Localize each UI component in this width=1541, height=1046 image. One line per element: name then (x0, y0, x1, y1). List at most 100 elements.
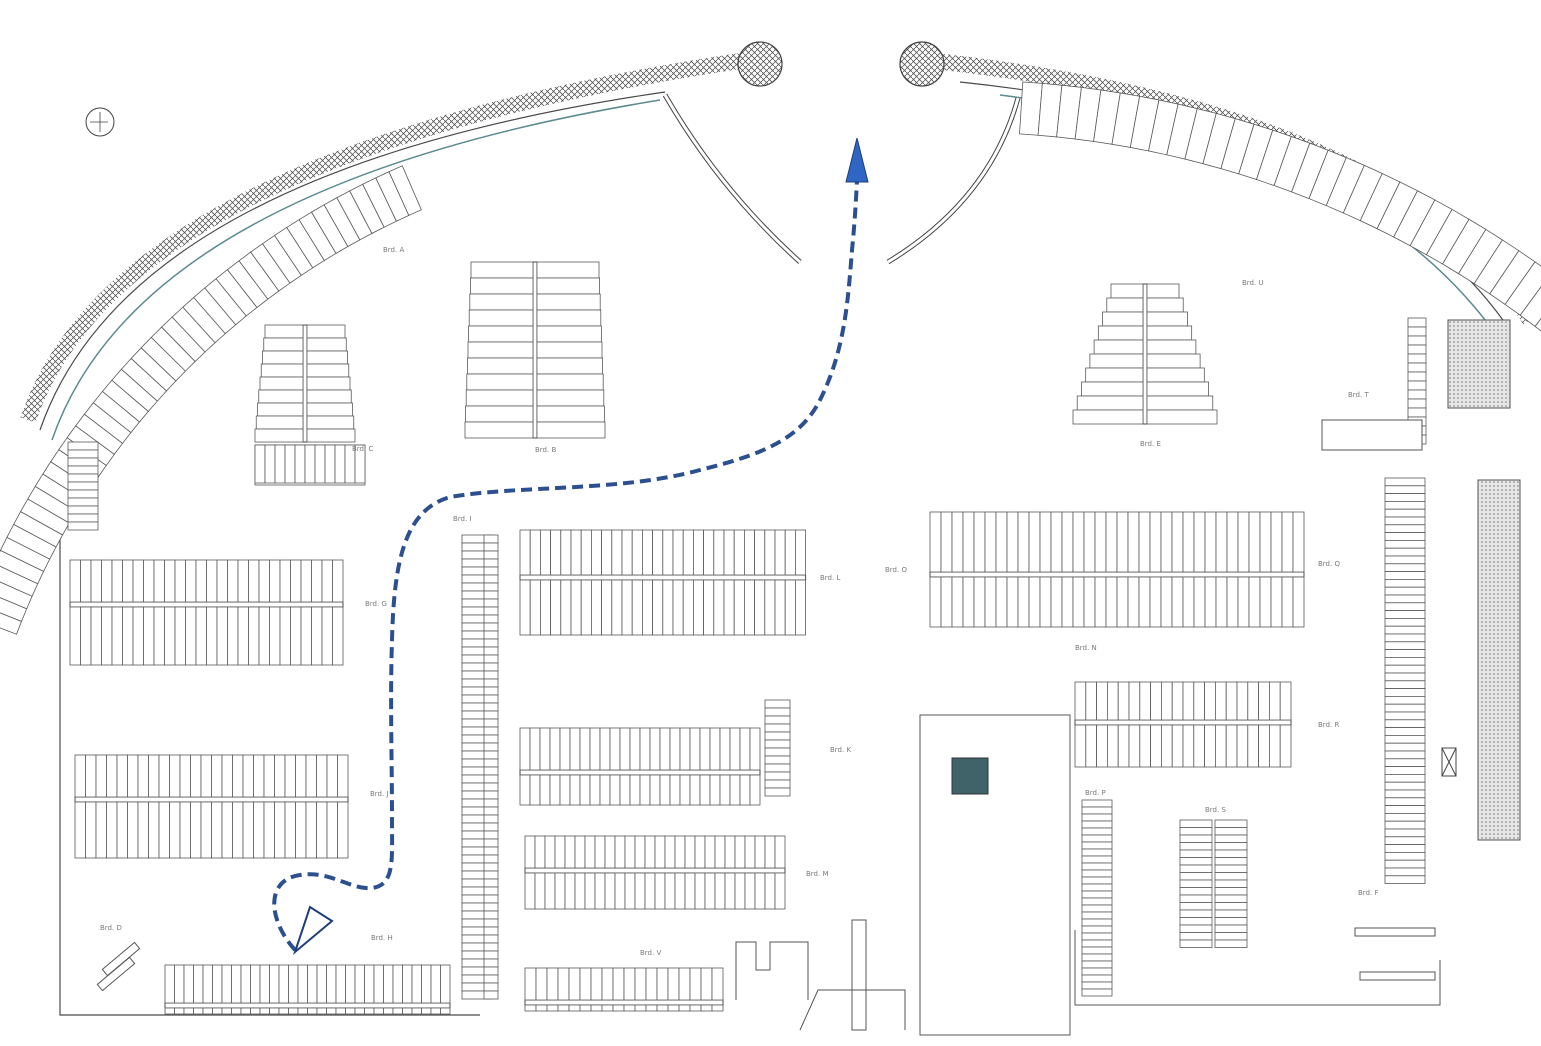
berth-slip (483, 686, 499, 696)
berth-slip (258, 606, 270, 666)
berth-slip (1384, 711, 1426, 721)
berth-slip (1384, 742, 1426, 752)
berth-slip (373, 1007, 384, 1015)
berth-slip (1017, 576, 1030, 628)
berth-slip (392, 1007, 403, 1015)
berth-slip (1193, 681, 1206, 721)
berth-slip (642, 529, 654, 576)
berth-slip (693, 529, 705, 576)
berth-slip (250, 964, 261, 1004)
berth-slip (288, 1007, 299, 1015)
berth-slip (1160, 511, 1173, 573)
berth-slip (1128, 724, 1141, 768)
berth-slip (232, 754, 244, 798)
berth-slip (483, 958, 499, 968)
berth-slip (483, 734, 499, 744)
berth-slip (279, 559, 291, 603)
berth-slip (253, 801, 265, 859)
berth-slip (200, 801, 212, 859)
berth-slip (469, 277, 534, 295)
berth-slip (1259, 576, 1272, 628)
berth-slip (132, 606, 144, 666)
berth-slip (483, 854, 499, 864)
berth-slip (1407, 353, 1427, 364)
berth-slip (749, 774, 761, 806)
berth-slip (540, 579, 552, 636)
berth-slip (629, 727, 641, 771)
berth-slip (483, 870, 499, 880)
berth-slip (714, 872, 726, 910)
berth-slip (483, 566, 499, 576)
berth-slip (483, 846, 499, 856)
berth-slip (1204, 511, 1217, 573)
berth-slip (195, 606, 207, 666)
berth-slip (1017, 511, 1030, 573)
berth-slip (764, 715, 791, 725)
berth-slip (549, 727, 561, 771)
berth-slip (1384, 618, 1426, 627)
berth-slip (1384, 594, 1426, 604)
berth-slip (164, 964, 175, 1004)
berth-slip (559, 774, 571, 806)
berth-slip (714, 835, 726, 869)
berth-slip (719, 774, 731, 806)
berth-slip (1081, 918, 1113, 927)
berth-slip (216, 559, 228, 603)
berth-slip (694, 835, 706, 869)
berth-slip (169, 801, 181, 859)
berth-slip (364, 964, 375, 1004)
berth-slip (601, 579, 613, 636)
berth-slip (388, 165, 422, 216)
berth-slip (1072, 409, 1144, 425)
berth-slip (1384, 719, 1426, 728)
berth-slip (1214, 857, 1248, 866)
berth-slip (306, 415, 355, 430)
berth-slip (254, 428, 304, 443)
berth-slip (174, 1007, 185, 1015)
dock-label-m: Brd. M (806, 870, 829, 878)
berth-slip (1039, 576, 1052, 628)
berth-slip (1214, 864, 1248, 873)
berth-slip (67, 441, 99, 451)
berth-slip (580, 529, 592, 576)
berth-slip (483, 918, 499, 928)
berth-slip (305, 801, 317, 859)
berth-slip (345, 964, 356, 1004)
berth-slip (1081, 897, 1113, 906)
berth-slip (764, 872, 776, 910)
berth-slip (411, 1007, 422, 1015)
berth-slip (1085, 724, 1098, 768)
berth-slip (719, 727, 731, 771)
berth-slip (1139, 724, 1152, 768)
berth-slip (306, 402, 353, 417)
berth-slip (524, 835, 536, 869)
berth-slip (326, 1007, 337, 1015)
berth-slip (929, 576, 942, 628)
berth-slip (724, 872, 736, 910)
berth-slip (1146, 339, 1197, 355)
berth-slip (1281, 511, 1294, 573)
berth-slip (1214, 887, 1248, 896)
berth-slip (1247, 724, 1260, 768)
berth-slip (536, 309, 602, 327)
berth-slip (536, 277, 600, 295)
berth-slip (1074, 681, 1087, 721)
berth-slip (1384, 547, 1426, 557)
berth-slip (143, 606, 155, 666)
pier (69, 601, 344, 608)
berth-slip (1083, 576, 1096, 628)
berth-slip (74, 801, 86, 859)
berth-slip (744, 579, 756, 636)
berth-slip (483, 758, 499, 768)
berth-slip (483, 894, 499, 904)
berth-slip (483, 742, 499, 752)
berth-slip (962, 511, 975, 573)
berth-slip (101, 559, 113, 603)
berth-slip (483, 910, 499, 920)
berth-slip (95, 754, 107, 798)
berth-slip (1161, 724, 1173, 768)
berth-slip (190, 801, 202, 859)
berth-slip (284, 444, 296, 484)
dock-label-a: Brd. A (383, 246, 404, 254)
berth-slip (724, 835, 736, 869)
